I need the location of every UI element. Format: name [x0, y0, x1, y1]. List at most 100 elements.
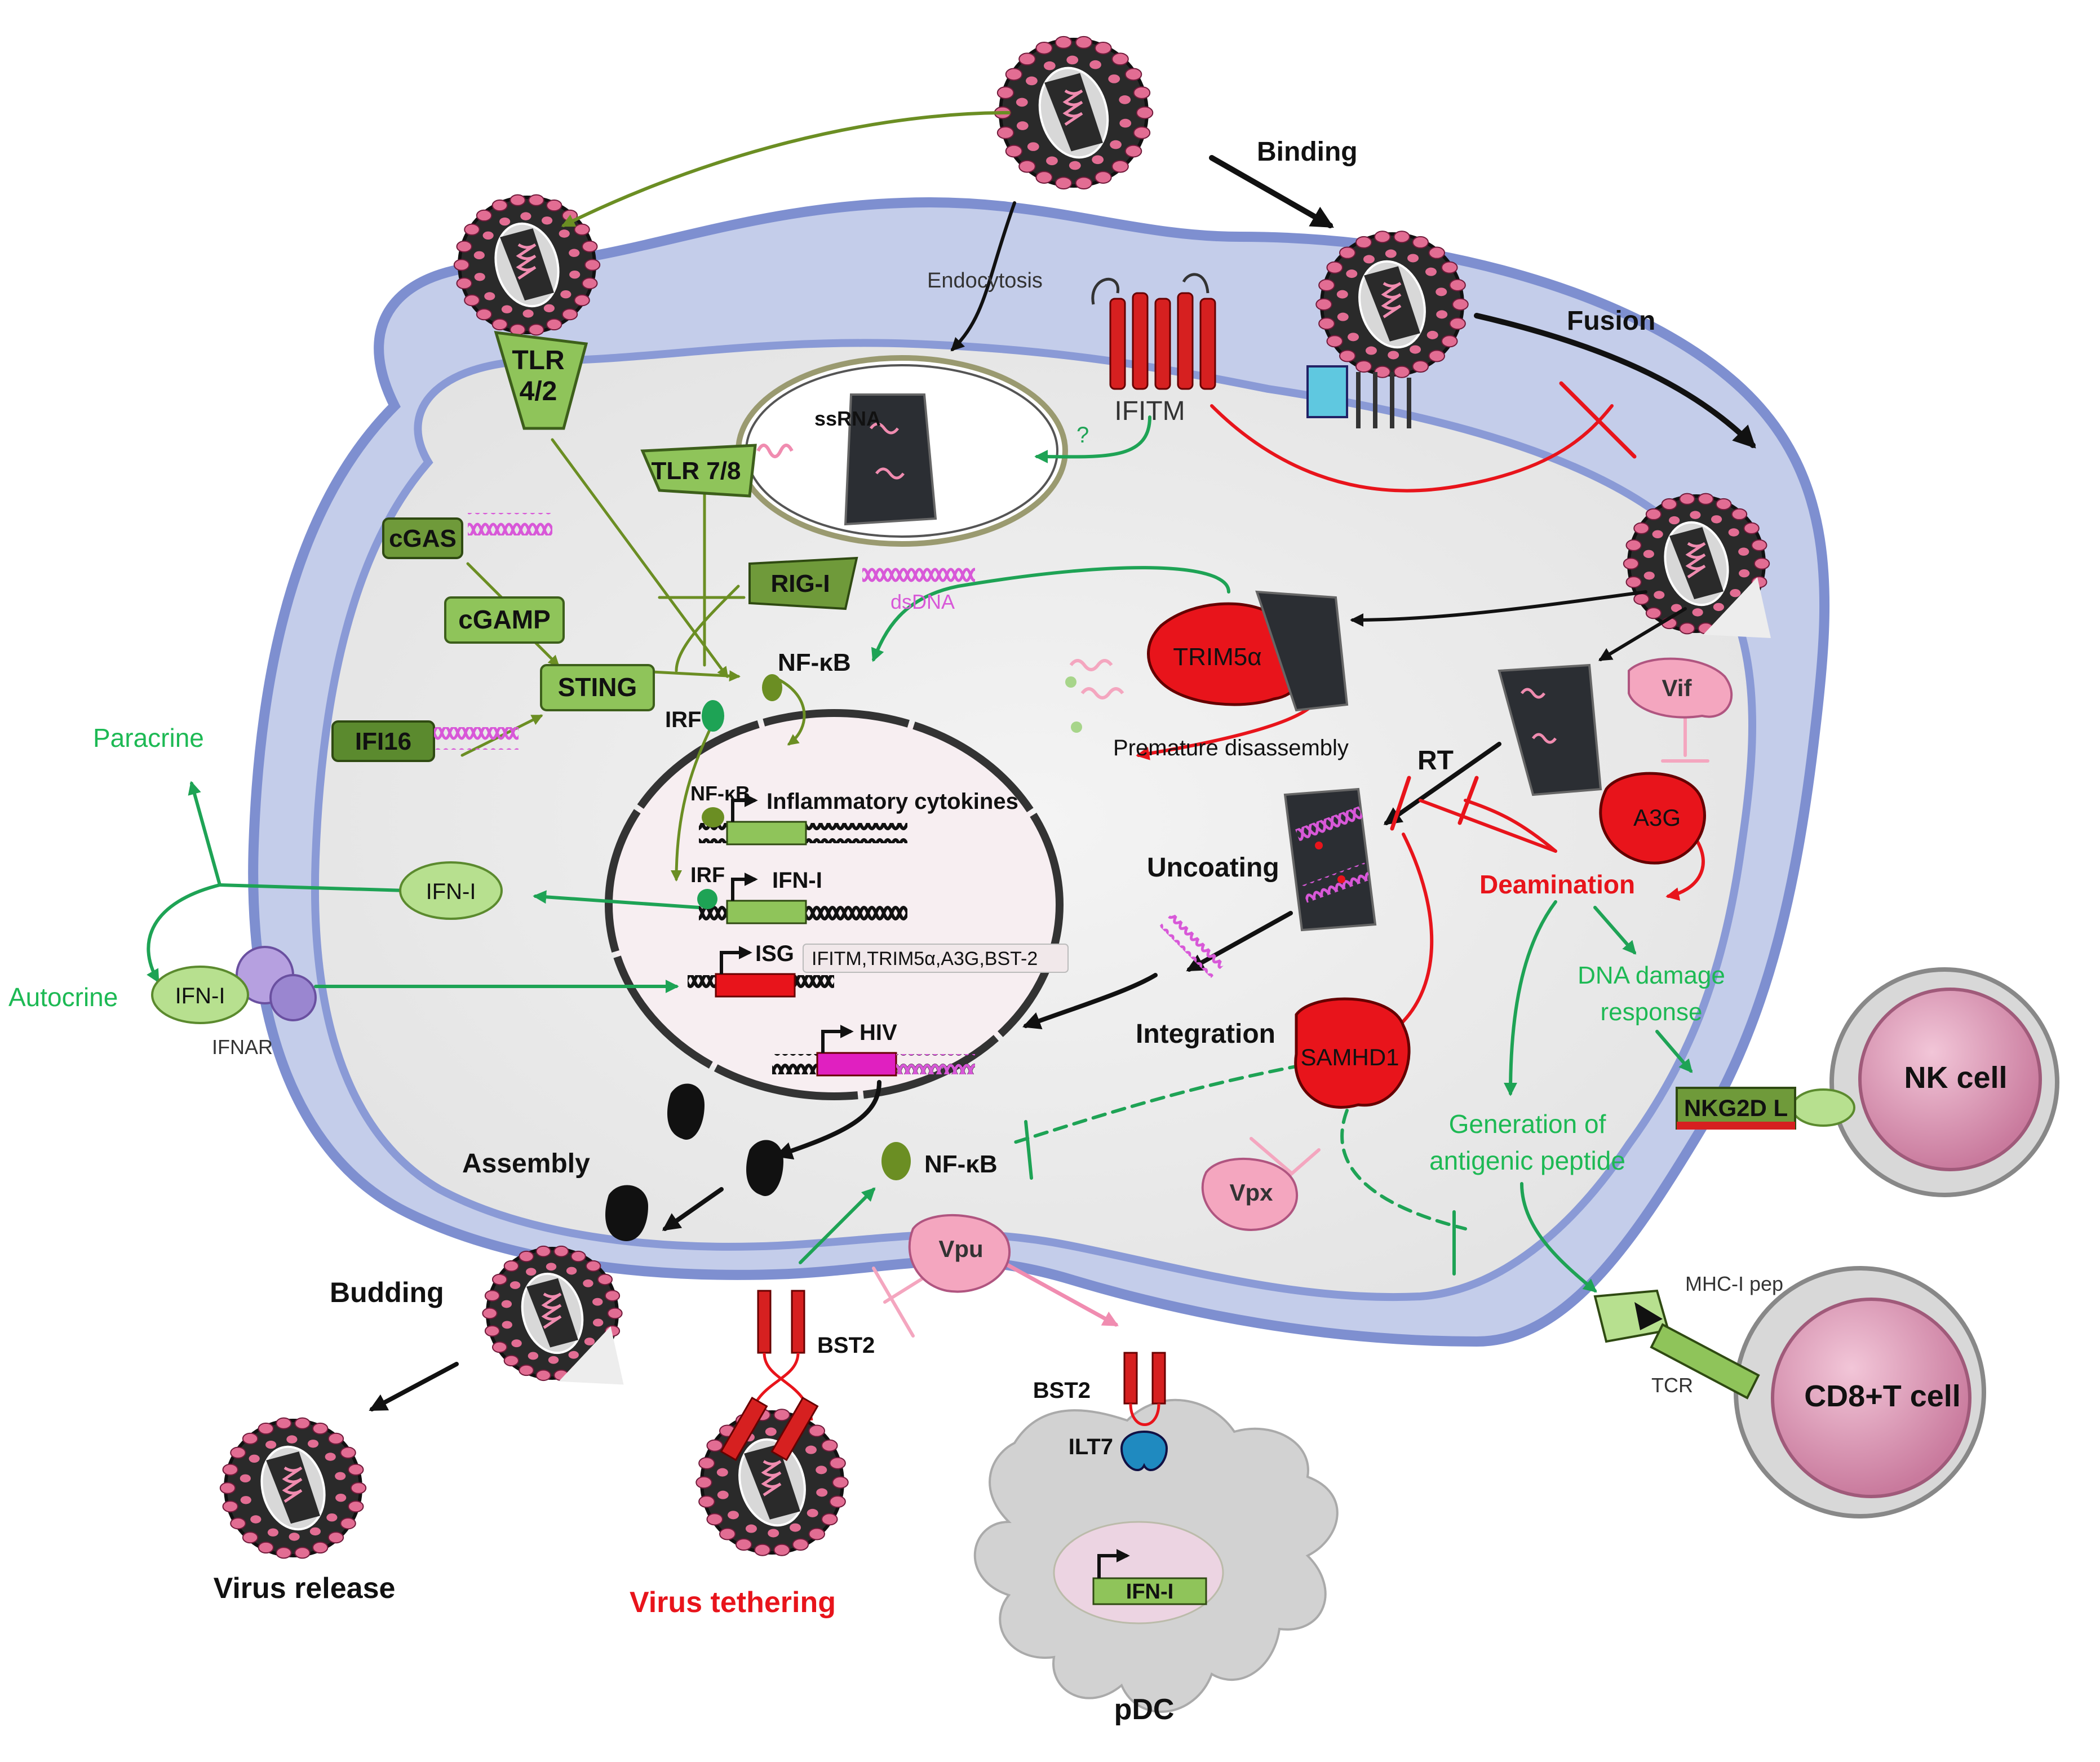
endosome — [736, 355, 1068, 547]
sting: STING — [540, 664, 655, 711]
autocrine-label: Autocrine — [8, 982, 118, 1012]
vif: Vif — [1628, 657, 1733, 719]
process-labels: Binding Fusion Endocytosis RT Uncoating … — [8, 137, 1725, 1619]
nfkb-top-label: NF-κB — [778, 649, 851, 676]
mhc-label: MHC-I pep — [1685, 1272, 1783, 1295]
nfkb-gene-label: NF-κB — [690, 782, 750, 805]
nkg2dl: NKG2D L — [1676, 1087, 1796, 1130]
bst2-tether: BST2 — [720, 1290, 875, 1462]
nk-cell-label: NK cell — [1904, 1061, 2007, 1095]
pdc-label: pDC — [1114, 1693, 1175, 1726]
vpu-label: Vpu — [938, 1236, 983, 1262]
assembly-proteins — [605, 1083, 783, 1241]
premature-label: Premature disassembly — [1113, 736, 1349, 760]
virion-budding — [482, 1245, 624, 1385]
virion-tethered — [695, 1409, 849, 1556]
irf-label: IRF — [665, 707, 701, 732]
ilt7-label: ILT7 — [1069, 1435, 1113, 1459]
cgamp-label: cGAMP — [458, 605, 551, 634]
ifnar-receptor: IFN-I IFNAR — [151, 946, 317, 1059]
fusion-label: Fusion — [1567, 306, 1655, 336]
cgas-label: cGAS — [389, 525, 457, 552]
bst2-a-label: BST2 — [817, 1333, 875, 1358]
samhd1: SAMHD1 — [1294, 997, 1411, 1109]
rig-i: RIG-I dsDNA — [748, 556, 975, 613]
nfkb-irf-complex: IRF NF-κB — [665, 649, 851, 732]
integration-label: Integration — [1136, 1019, 1275, 1049]
gen-antigen-label-2: antigenic peptide — [1429, 1146, 1625, 1175]
assembly-label: Assembly — [462, 1149, 590, 1179]
virus-tethering-label: Virus tethering — [630, 1586, 836, 1619]
cgamp: cGAMP — [444, 596, 565, 644]
virion-binding — [1315, 231, 1469, 378]
ifi16-label: IFI16 — [355, 728, 411, 755]
dna-damage-label-2: response — [1600, 998, 1702, 1026]
virion-fusion — [1623, 493, 1771, 638]
uncoating-label: Uncoating — [1147, 853, 1279, 883]
virion-top — [994, 36, 1154, 190]
vpx-label: Vpx — [1229, 1179, 1273, 1206]
budding-label: Budding — [330, 1277, 444, 1308]
isg-list-label: IFITM,TRIM5α,A3G,BST-2 — [812, 948, 1038, 969]
virion-tlr — [453, 194, 601, 336]
ifn-gene-label: IFN-I — [772, 868, 822, 893]
ifn-secreted: IFN-I — [399, 861, 503, 920]
vpx: Vpx — [1201, 1158, 1299, 1231]
tlr78-label: TLR 7/8 — [652, 457, 741, 485]
gene-hiv: HIV — [772, 1020, 975, 1077]
gen-antigen-label-1: Generation of — [1449, 1109, 1606, 1139]
inflammatory-label: Inflammatory cytokines — [767, 789, 1018, 814]
ifnar-label: IFNAR — [212, 1035, 273, 1059]
ifi16: IFI16 — [331, 720, 519, 762]
tlr42-label-b: 4/2 — [520, 377, 557, 406]
tlr42-label-a: TLR — [512, 346, 564, 375]
cd8-label: CD8+T cell — [1804, 1379, 1961, 1413]
dsdna-label: dsDNA — [890, 590, 955, 613]
a3g: A3G — [1599, 772, 1706, 865]
tlr-7-8: TLR 7/8 ssRNA — [640, 407, 881, 498]
gene-inflammatory: NF-κB Inflammatory cytokines — [690, 782, 1018, 845]
viral-dna — [1159, 913, 1225, 978]
cgas: cGAS — [382, 513, 552, 559]
nfkb-low: NF-κB — [881, 1142, 998, 1180]
fusion-receptor — [1306, 365, 1411, 428]
pdc-cell: BST2 ILT7 IFN-I pDC — [973, 1352, 1339, 1726]
nk-cell: NK cell — [1791, 967, 2059, 1197]
tlr-4-2: TLR 4/2 — [494, 331, 588, 430]
tcr-label: TCR — [1651, 1374, 1693, 1397]
ifn-rec-label: IFN-I — [175, 984, 225, 1008]
ifitm-label: IFITM — [1114, 396, 1185, 426]
vpu: Vpu — [908, 1214, 1011, 1293]
irf-gene-label: IRF — [690, 864, 725, 887]
hiv-gene-label: HIV — [860, 1020, 897, 1045]
pdc-ifn-label: IFN-I — [1126, 1580, 1173, 1604]
uncoating-capsid — [1283, 787, 1377, 932]
gene-isg: ISG IFITM,TRIM5α,A3G,BST-2 — [688, 941, 1069, 998]
virus-release-label: Virus release — [214, 1572, 396, 1605]
rt-label: RT — [1417, 746, 1454, 776]
binding-label: Binding — [1257, 137, 1358, 167]
incoming-capsid — [1498, 663, 1602, 796]
vif-label: Vif — [1662, 675, 1693, 701]
ifitm: IFITM ? — [1076, 273, 1216, 448]
nfkb-low-label: NF-κB — [924, 1150, 998, 1178]
sting-label: STING — [558, 672, 637, 702]
question-mark: ? — [1076, 423, 1089, 448]
dna-damage-label-1: DNA damage — [1578, 962, 1725, 989]
deamination-label: Deamination — [1479, 870, 1635, 899]
nkg2dl-label: NKG2D L — [1684, 1095, 1788, 1121]
bst2-b-label: BST2 — [1033, 1378, 1091, 1403]
trim5a-label: TRIM5α — [1173, 643, 1261, 671]
endosome-capsid — [844, 393, 937, 526]
paracrine-label: Paracrine — [93, 723, 204, 752]
a3g-label: A3G — [1633, 804, 1681, 831]
samhd1-label: SAMHD1 — [1300, 1044, 1399, 1070]
gene-ifn: IRF IFN-I — [690, 864, 907, 924]
ifn-out-label: IFN-I — [426, 879, 476, 904]
rigi-label: RIG-I — [770, 570, 830, 597]
trim5a: TRIM5α Premature disassembly — [1065, 590, 1349, 760]
cd8-t-cell: CD8+T cell MHC-I pep TCR — [1593, 1266, 1986, 1518]
endocytosis-label: Endocytosis — [927, 269, 1043, 293]
isg-label: ISG — [755, 941, 794, 966]
